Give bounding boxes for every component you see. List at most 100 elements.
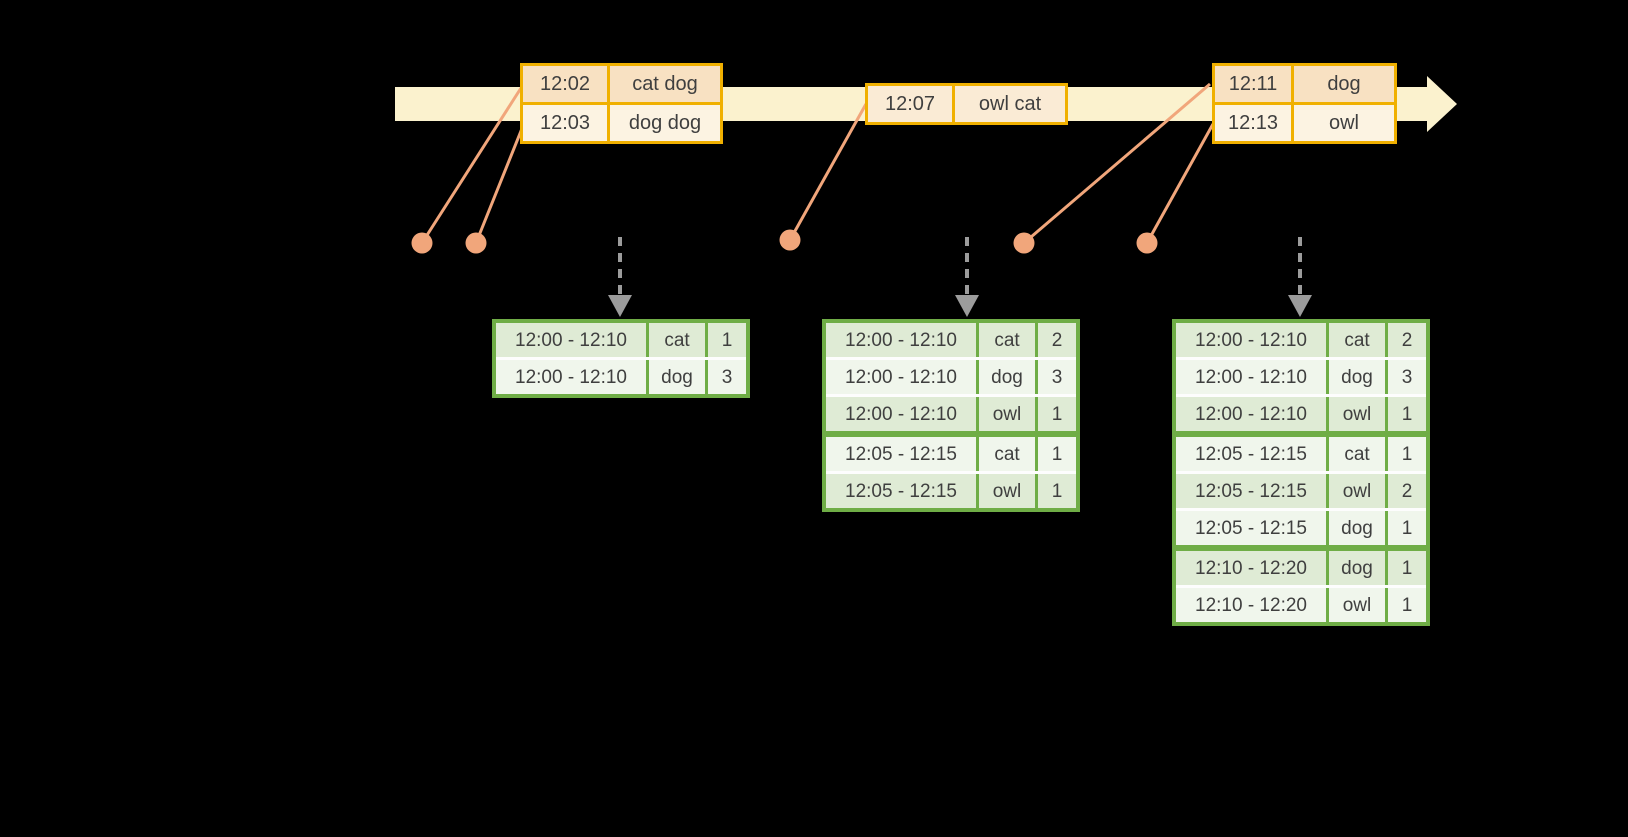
event-time-cell: 12:11: [1215, 66, 1291, 102]
word-cell: owl: [979, 397, 1035, 431]
window-cell: 12:00 - 12:10: [1176, 360, 1326, 394]
count-cell: 1: [1388, 437, 1426, 471]
window-cell: 12:00 - 12:10: [496, 323, 646, 357]
event-row: 12:11 dog: [1215, 66, 1394, 102]
count-cell: 1: [1038, 397, 1076, 431]
event-row: 12:03 dog dog: [523, 105, 720, 141]
event-row: 12:02 cat dog: [523, 66, 720, 102]
count-cell: 2: [1388, 474, 1426, 508]
table-row: 12:00 - 12:10 owl 1: [1176, 397, 1426, 431]
down-arrow-icon: [608, 295, 632, 317]
window-group: 12:00 - 12:10 cat 2 12:00 - 12:10 dog 3 …: [826, 323, 1076, 431]
table-row: 12:10 - 12:20 dog 1: [1176, 551, 1426, 585]
result-table-1: 12:00 - 12:10 cat 1 12:00 - 12:10 dog 3: [492, 319, 750, 398]
table-row: 12:05 - 12:15 cat 1: [1176, 437, 1426, 471]
event-time-cell: 12:03: [523, 105, 607, 141]
event-words-cell: cat dog: [610, 66, 720, 102]
window-cell: 12:00 - 12:10: [1176, 323, 1326, 357]
event-dot: [1013, 232, 1035, 254]
result-table-3: 12:00 - 12:10 cat 2 12:00 - 12:10 dog 3 …: [1172, 319, 1430, 626]
window-cell: 12:00 - 12:10: [1176, 397, 1326, 431]
word-cell: dog: [649, 360, 705, 394]
count-cell: 1: [708, 323, 746, 357]
window-cell: 12:00 - 12:10: [826, 397, 976, 431]
count-cell: 3: [708, 360, 746, 394]
window-cell: 12:00 - 12:10: [496, 360, 646, 394]
word-cell: cat: [979, 323, 1035, 357]
event-words-cell: owl: [1294, 105, 1394, 141]
table-row: 12:05 - 12:15 cat 1: [826, 437, 1076, 471]
trigger-arrows: [618, 237, 1302, 298]
count-cell: 3: [1388, 360, 1426, 394]
result-table-2: 12:00 - 12:10 cat 2 12:00 - 12:10 dog 3 …: [822, 319, 1080, 512]
word-cell: owl: [1329, 397, 1385, 431]
window-cell: 12:05 - 12:15: [1176, 437, 1326, 471]
count-cell: 1: [1388, 511, 1426, 545]
word-cell: cat: [649, 323, 705, 357]
table-row: 12:00 - 12:10 dog 3: [826, 360, 1076, 394]
word-cell: dog: [1329, 551, 1385, 585]
count-cell: 2: [1388, 323, 1426, 357]
event-words-cell: owl cat: [955, 86, 1065, 122]
table-row: 12:05 - 12:15 owl 1: [826, 474, 1076, 508]
event-dots: [411, 229, 1158, 254]
window-cell: 12:05 - 12:15: [1176, 511, 1326, 545]
timeline-arrowhead-icon: [1427, 76, 1457, 132]
trigger-arrowheads: [608, 295, 1312, 317]
event-words-cell: dog dog: [610, 105, 720, 141]
word-cell: owl: [1329, 588, 1385, 622]
table-row: 12:05 - 12:15 dog 1: [1176, 511, 1426, 545]
word-cell: cat: [979, 437, 1035, 471]
word-cell: owl: [979, 474, 1035, 508]
window-cell: 12:10 - 12:20: [1176, 588, 1326, 622]
count-cell: 1: [1388, 551, 1426, 585]
count-cell: 2: [1038, 323, 1076, 357]
table-row: 12:05 - 12:15 owl 2: [1176, 474, 1426, 508]
table-row: 12:10 - 12:20 owl 1: [1176, 588, 1426, 622]
word-cell: cat: [1329, 323, 1385, 357]
event-row: 12:13 owl: [1215, 105, 1394, 141]
window-group: 12:00 - 12:10 cat 2 12:00 - 12:10 dog 3 …: [1176, 323, 1426, 431]
event-row: 12:07 owl cat: [868, 86, 1065, 122]
window-cell: 12:00 - 12:10: [826, 360, 976, 394]
table-row: 12:00 - 12:10 dog 3: [1176, 360, 1426, 394]
table-row: 12:00 - 12:10 cat 2: [826, 323, 1076, 357]
table-row: 12:00 - 12:10 cat 2: [1176, 323, 1426, 357]
event-dot: [1136, 232, 1158, 254]
event-box-2: 12:07 owl cat: [865, 83, 1068, 125]
event-time-cell: 12:07: [868, 86, 952, 122]
event-time-cell: 12:02: [523, 66, 607, 102]
table-row: 12:00 - 12:10 dog 3: [496, 360, 746, 394]
count-cell: 1: [1388, 397, 1426, 431]
word-cell: dog: [979, 360, 1035, 394]
connector-line: [420, 87, 523, 244]
connector-line: [1145, 123, 1215, 244]
window-group: 12:10 - 12:20 dog 1 12:10 - 12:20 owl 1: [1176, 551, 1426, 622]
event-time-cell: 12:13: [1215, 105, 1291, 141]
down-arrow-icon: [955, 295, 979, 317]
window-cell: 12:05 - 12:15: [826, 474, 976, 508]
window-cell: 12:05 - 12:15: [1176, 474, 1326, 508]
event-dot: [411, 232, 433, 254]
connector-lines: [420, 82, 1215, 245]
window-cell: 12:00 - 12:10: [826, 323, 976, 357]
table-row: 12:00 - 12:10 owl 1: [826, 397, 1076, 431]
count-cell: 1: [1388, 588, 1426, 622]
count-cell: 1: [1038, 474, 1076, 508]
window-cell: 12:10 - 12:20: [1176, 551, 1326, 585]
window-group: 12:00 - 12:10 cat 1 12:00 - 12:10 dog 3: [496, 323, 746, 394]
word-cell: dog: [1329, 511, 1385, 545]
count-cell: 1: [1038, 437, 1076, 471]
word-cell: dog: [1329, 360, 1385, 394]
table-row: 12:00 - 12:10 cat 1: [496, 323, 746, 357]
word-cell: cat: [1329, 437, 1385, 471]
count-cell: 3: [1038, 360, 1076, 394]
connector-line: [474, 125, 525, 244]
connector-line: [788, 103, 868, 241]
down-arrow-icon: [1288, 295, 1312, 317]
window-cell: 12:05 - 12:15: [826, 437, 976, 471]
event-box-3: 12:11 dog 12:13 owl: [1212, 63, 1397, 144]
event-dot: [779, 229, 801, 251]
window-group: 12:05 - 12:15 cat 1 12:05 - 12:15 owl 1: [826, 437, 1076, 508]
